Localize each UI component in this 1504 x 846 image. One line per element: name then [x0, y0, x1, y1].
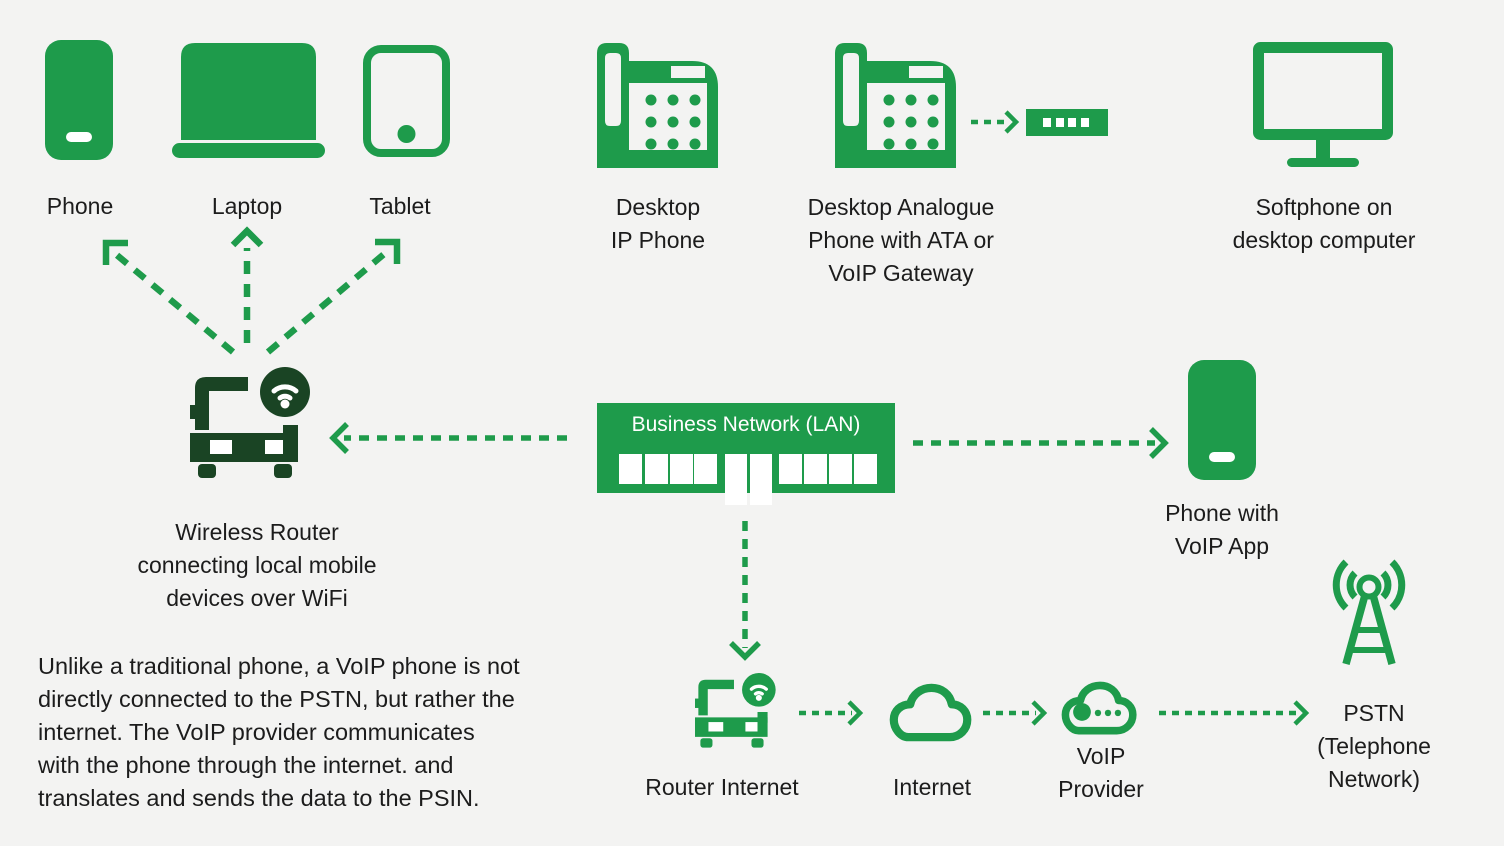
lan-port: [670, 454, 693, 484]
softphone-label: Softphone on desktop computer: [1232, 194, 1416, 253]
analogue-phone-label: Desktop Analogue Phone with ATA or VoIP …: [807, 194, 995, 286]
internet-label: Internet: [893, 774, 971, 800]
router-internet-label: Router Internet: [645, 774, 799, 800]
lan-port: [725, 454, 747, 505]
lan-port: [750, 454, 772, 505]
desktop-monitor-icon: [1253, 42, 1393, 167]
lan-port: [619, 454, 642, 484]
wifi-router-icon: [190, 364, 312, 486]
description-text: Unlike a traditional phone, a VoIP phone…: [38, 653, 520, 811]
laptop-icon: [172, 43, 325, 158]
cloud-dots-icon: [1060, 681, 1140, 736]
lan-port: [694, 454, 717, 484]
tablet-icon: [363, 45, 450, 157]
lan-port: [645, 454, 668, 484]
arrow-router-to-phone: [102, 239, 236, 355]
tablet-label: Tablet: [369, 193, 431, 219]
phone-label: Phone: [46, 193, 114, 219]
pstn-label: PSTN (Telephone Network): [1317, 700, 1431, 792]
desk-phone-icon: [835, 43, 956, 168]
desk-phone-icon: [597, 43, 718, 168]
lan-port: [804, 454, 827, 484]
arrow-lan-to-router-internet: [729, 521, 761, 661]
smartphone-icon: [1188, 360, 1256, 480]
voip-provider-label: VoIP Provider: [1058, 743, 1144, 802]
ata-adapter-icon: [1026, 109, 1108, 136]
lan-port: [854, 454, 877, 484]
desktop-ip-phone-label: Desktop IP Phone: [610, 194, 706, 253]
wifi-router-icon: [695, 671, 777, 753]
wireless-router-label: Wireless Router connecting local mobile …: [137, 519, 377, 611]
business-network-lan: Business Network (LAN): [597, 403, 895, 505]
voip-phone-label: Phone with VoIP App: [1165, 500, 1279, 559]
radio-tower-icon: [1322, 558, 1418, 670]
arrow-internet-to-provider: [983, 700, 1048, 726]
lan-port: [829, 454, 852, 484]
arrow-lan-to-wireless-router: [329, 422, 567, 454]
lan-title: Business Network (LAN): [631, 413, 861, 436]
arrow-router-to-laptop: [230, 226, 264, 343]
smartphone-icon: [45, 40, 113, 160]
cloud-icon: [888, 683, 975, 743]
arrow-router-to-tablet: [265, 238, 401, 355]
arrow-router-to-internet: [799, 700, 864, 726]
arrow-lan-to-voip-phone: [913, 427, 1169, 459]
lan-port: [779, 454, 802, 484]
arrow-phone-to-ata: [971, 110, 1020, 134]
laptop-label: Laptop: [211, 193, 283, 219]
